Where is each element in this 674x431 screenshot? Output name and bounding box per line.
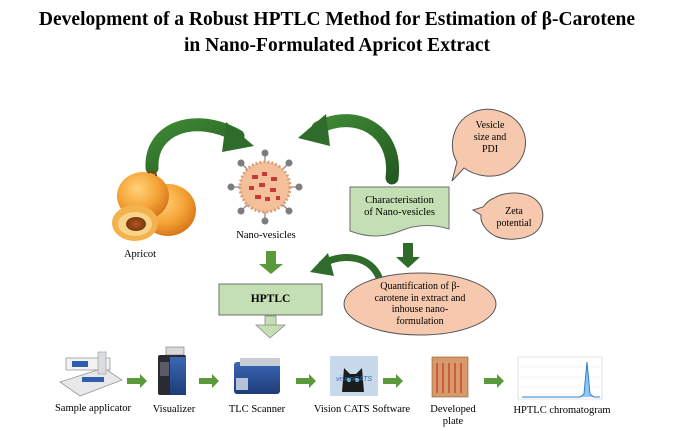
arrow-right-4	[383, 374, 403, 388]
visualizer-image	[158, 346, 186, 395]
characterisation-box	[349, 186, 450, 237]
arrow-right-2	[199, 374, 219, 388]
hptlc-box	[218, 283, 323, 316]
workflow-label-developed-plate: Developed plate	[430, 404, 476, 427]
title-line-2: in Nano-Formulated Apricot Extract	[183, 35, 490, 56]
apricot-label: Apricot	[123, 249, 157, 260]
tlc-scanner-image	[234, 358, 280, 394]
sample-applicator-image	[59, 351, 123, 397]
workflow-label-hptlc-chromatogram: HPTLC chromatogram	[513, 405, 611, 416]
title-line-1: Development of a Robust HPTLC Method for…	[38, 9, 636, 30]
workflow-label-sample-applicator: Sample applicator	[54, 403, 132, 414]
quantification-label: Quantification of β- carotene in extract…	[374, 281, 466, 327]
nanovesicles-label: Nano-vesicles	[236, 230, 296, 241]
curved-arrow-left	[145, 118, 254, 175]
developed-plate-image	[431, 356, 469, 398]
characterisation-label: Characterisation of Nano-vesicles	[364, 195, 435, 218]
nanovesicle-image	[227, 149, 303, 225]
vision-cats-logo-text: visionCATS	[335, 376, 373, 383]
curved-arrow-right	[298, 114, 400, 185]
vesicle-size-bubble	[451, 108, 526, 182]
workflow-label-tlc-scanner: TLC Scanner	[228, 404, 286, 415]
zeta-potential-label: Zeta potential	[496, 206, 532, 229]
vision-cats-software-image	[330, 356, 378, 396]
workflow-label-visualizer: Visualizer	[152, 404, 196, 415]
arrow-right-1	[127, 374, 147, 388]
arrow-down-to-hptlc	[259, 251, 283, 274]
vesicle-size-label: Vesicle size and PDI	[473, 120, 507, 155]
quantification-ellipse	[343, 272, 497, 336]
curved-arrow-quant-to-hptlc	[310, 253, 384, 284]
arrow-right-5	[484, 374, 504, 388]
arrow-down-from-hptlc	[254, 315, 287, 339]
hptlc-label: HPTLC	[250, 293, 291, 305]
hptlc-chromatogram-image	[517, 356, 603, 400]
arrow-right-3	[296, 374, 316, 388]
apricot-image	[112, 170, 196, 241]
arrow-down-to-quantification	[396, 243, 420, 268]
workflow-label-vision-cats: Vision CATS Software	[313, 404, 411, 415]
zeta-potential-bubble	[471, 192, 544, 240]
